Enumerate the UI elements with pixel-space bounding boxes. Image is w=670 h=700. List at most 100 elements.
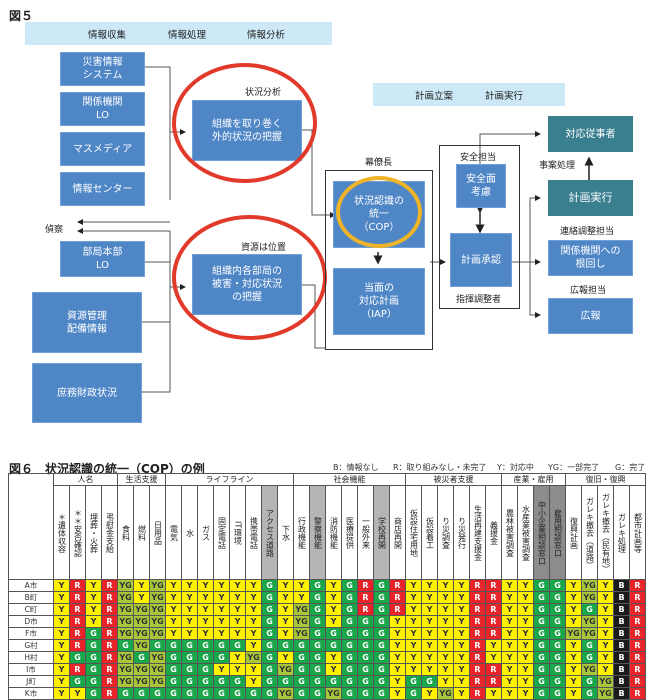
column-header-label: 下水 xyxy=(281,524,291,541)
status-cell: R xyxy=(357,603,374,616)
status-cell: G xyxy=(133,651,150,664)
column-header: 埋葬・火葬 xyxy=(85,485,102,580)
status-cell: Y xyxy=(421,663,438,676)
column-header: 警察機能 xyxy=(309,485,326,580)
status-cell: R xyxy=(101,663,118,676)
status-cell: YG xyxy=(117,603,134,616)
status-cell: Y xyxy=(181,591,198,604)
column-header-label: 学校再開 xyxy=(377,516,387,549)
source-related-agency-lo: 関係機関 LO xyxy=(60,92,145,126)
column-header: ガレキ処理 xyxy=(613,485,630,580)
status-cell: Y xyxy=(229,663,246,676)
status-cell: Y xyxy=(597,615,614,628)
status-cell: G xyxy=(197,675,214,688)
status-cell: Y xyxy=(277,603,294,616)
legend-yg: YG：一部完了 xyxy=(548,463,600,472)
column-header-label: 日用品 xyxy=(153,520,163,545)
status-cell: G xyxy=(309,687,326,700)
municipality-name: K市 xyxy=(8,687,54,700)
status-cell: Y xyxy=(421,639,438,652)
status-cell: G xyxy=(309,675,326,688)
status-cell: G xyxy=(405,687,422,700)
column-header: 商店再開 xyxy=(389,485,406,580)
status-cell: B xyxy=(613,591,630,604)
status-cell: Y xyxy=(53,639,70,652)
status-cell: G xyxy=(357,663,374,676)
status-cell: G xyxy=(325,675,342,688)
status-cell: B xyxy=(613,651,630,664)
status-cell: YG xyxy=(149,651,166,664)
status-cell: G xyxy=(133,687,150,700)
status-cell: Y xyxy=(197,627,214,640)
status-cell: Y xyxy=(277,615,294,628)
phase-execute: 計画実行 xyxy=(485,90,524,102)
column-header: 仮設住宅用地 xyxy=(405,485,422,580)
chief-of-staff-caption: 幕僚長 xyxy=(365,158,393,168)
group-header: 被災者支援 xyxy=(405,473,502,486)
column-header-label: IT環境 xyxy=(233,520,243,545)
status-cell: Y xyxy=(437,579,454,592)
status-cell: R xyxy=(469,591,486,604)
status-cell: G xyxy=(373,579,390,592)
status-cell: R xyxy=(101,651,118,664)
status-cell: Y xyxy=(501,603,518,616)
status-cell: YG xyxy=(117,591,134,604)
source-info-center: 情報センター xyxy=(60,172,145,206)
status-cell: Y xyxy=(501,615,518,628)
status-cell: G xyxy=(309,603,326,616)
status-cell: G xyxy=(85,627,102,640)
status-cell: G xyxy=(533,663,550,676)
status-cell: Y xyxy=(389,687,406,700)
status-cell: Y xyxy=(437,627,454,640)
status-cell: Y xyxy=(517,579,534,592)
status-cell: Y xyxy=(229,615,246,628)
status-cell: Y xyxy=(245,579,262,592)
status-cell: YG xyxy=(133,639,150,652)
status-cell: G xyxy=(197,687,214,700)
status-cell: G xyxy=(357,627,374,640)
status-cell: G xyxy=(341,687,358,700)
status-cell: G xyxy=(373,675,390,688)
status-cell: YG xyxy=(149,627,166,640)
incident-handling-caption: 事案処理 xyxy=(539,161,576,171)
status-cell: B xyxy=(613,579,630,592)
status-cell: B xyxy=(613,639,630,652)
status-cell: YG xyxy=(581,663,598,676)
status-cell: Y xyxy=(53,687,70,700)
status-cell: YG xyxy=(117,663,134,676)
status-cell: G xyxy=(549,663,566,676)
status-cell: R xyxy=(485,579,502,592)
municipality-name: D市 xyxy=(8,615,54,628)
phase-band-planning: 計画立案 計画実行 xyxy=(373,83,565,106)
status-cell: B xyxy=(613,687,630,700)
status-cell: Y xyxy=(501,675,518,688)
status-cell: YG xyxy=(597,675,614,688)
status-cell: Y xyxy=(229,651,246,664)
status-cell: G xyxy=(373,663,390,676)
column-header-label: 仮設着工 xyxy=(425,516,435,549)
status-cell: G xyxy=(341,675,358,688)
column-header-label: り災調査 xyxy=(441,516,451,549)
status-cell: G xyxy=(277,675,294,688)
column-header: 医療提供 xyxy=(341,485,358,580)
status-cell: G xyxy=(373,615,390,628)
column-header-label: 医療提供 xyxy=(345,516,355,549)
status-cell: G xyxy=(549,651,566,664)
status-cell: R xyxy=(469,687,486,700)
status-cell: B xyxy=(613,663,630,676)
column-header: 水 xyxy=(181,485,198,580)
legend-r: R：取り組みなし・未完了 xyxy=(393,463,487,472)
status-cell: Y xyxy=(245,639,262,652)
status-cell: YG xyxy=(293,615,310,628)
status-cell: G xyxy=(533,675,550,688)
status-cell: Y xyxy=(421,591,438,604)
column-header: 学校再開 xyxy=(373,485,390,580)
source-admin-finance: 庶務財政状況 xyxy=(32,363,142,423)
status-cell: YG xyxy=(117,651,134,664)
status-cell: R xyxy=(101,615,118,628)
status-cell: G xyxy=(117,687,134,700)
status-cell: G xyxy=(181,675,198,688)
column-header-label: 固定電話 xyxy=(217,516,227,549)
